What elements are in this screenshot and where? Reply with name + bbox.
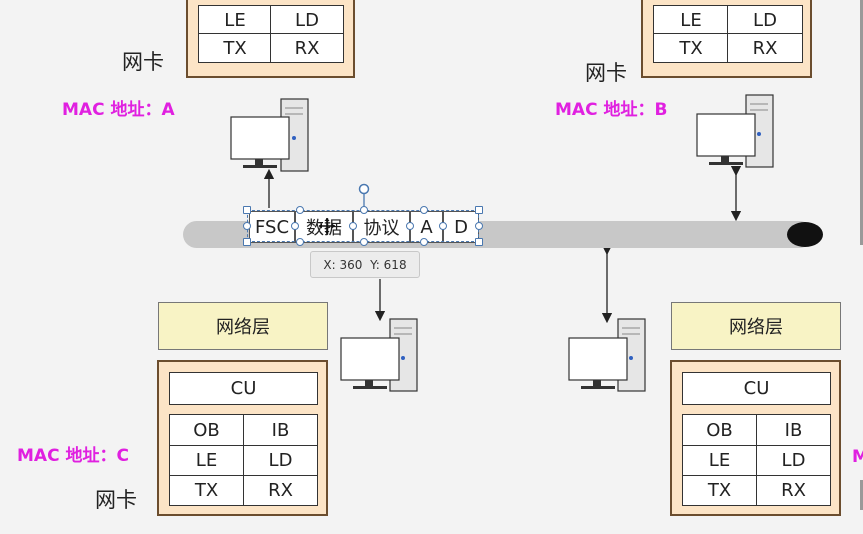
resize-handle-inner-2[interactable] [349,222,357,230]
cu-box: CU [169,372,318,405]
register-ib: IB [243,414,318,446]
resize-handle-inner-6[interactable] [420,206,428,214]
mac-address-b: MAC 地址：B [555,100,668,120]
computer-icon-c [340,318,418,392]
mac-address-d-partial: M [852,447,863,467]
network-layer-box-c: 网络层 [158,302,328,350]
nic-label-a: 网卡 [122,50,164,74]
register-tx: TX [653,33,729,63]
resize-handle-bl[interactable] [243,238,251,246]
mac-address-c: MAC 地址：C [17,446,129,466]
nic-label-c: 网卡 [95,488,137,512]
resize-handle-inner-8[interactable] [420,238,428,246]
nic-card-d: CU OB IB LE LD TX RX [670,360,841,516]
resize-handle-tr[interactable] [475,206,483,214]
coordinate-tooltip: X: 360 Y: 618 [310,251,420,278]
register-rx: RX [756,475,831,506]
mac-address-a: MAC 地址：A [62,100,175,120]
resize-handle-tm[interactable] [360,206,368,214]
register-ob: OB [169,414,244,446]
register-ld: LD [243,445,318,476]
nic-card-c: CU OB IB LE LD TX RX [157,360,328,516]
resize-handle-inner-1[interactable] [291,222,299,230]
register-le: LE [682,445,757,476]
tooltip-y-label: Y: [370,257,380,272]
computer-icon-d [568,318,646,392]
resize-handle-bm[interactable] [360,238,368,246]
resize-handle-inner-3[interactable] [406,222,414,230]
resize-handle-mr[interactable] [475,222,483,230]
frame-field-fsc[interactable]: FSC [249,211,295,243]
register-le: LE [653,5,729,35]
tooltip-x-value: 360 [339,257,363,272]
resize-handle-inner-4[interactable] [439,222,447,230]
bus-terminator [787,222,823,247]
resize-handle-inner-7[interactable] [296,238,304,246]
register-tx: TX [682,475,757,506]
move-cursor-icon [319,218,335,234]
resize-handle-ml[interactable] [243,222,251,230]
computer-icon-a [230,98,309,172]
register-ld: LD [727,5,803,35]
scrollbar-edge-lower[interactable] [860,480,863,510]
register-rx: RX [243,475,318,506]
register-rx: RX [727,33,803,63]
register-le: LE [198,5,272,35]
tooltip-x-label: X: [323,257,336,272]
register-ib: IB [756,414,831,446]
network-layer-box-d: 网络层 [671,302,841,350]
resize-handle-br[interactable] [475,238,483,246]
scrollbar-edge[interactable] [860,0,863,245]
resize-handle-tl[interactable] [243,206,251,214]
computer-icon-b [696,94,774,168]
register-le: LE [169,445,244,476]
register-tx: TX [198,33,272,63]
tooltip-y-value: 618 [383,257,407,272]
nic-card-a: LE LD TX RX [186,0,355,78]
register-ob: OB [682,414,757,446]
register-rx: RX [270,33,344,63]
cu-box: CU [682,372,831,405]
frame-field-protocol[interactable]: 协议 [353,211,410,243]
nic-card-b: LE LD TX RX [641,0,812,78]
register-tx: TX [169,475,244,506]
register-ld: LD [756,445,831,476]
nic-label-b: 网卡 [585,61,627,85]
resize-handle-inner-5[interactable] [296,206,304,214]
